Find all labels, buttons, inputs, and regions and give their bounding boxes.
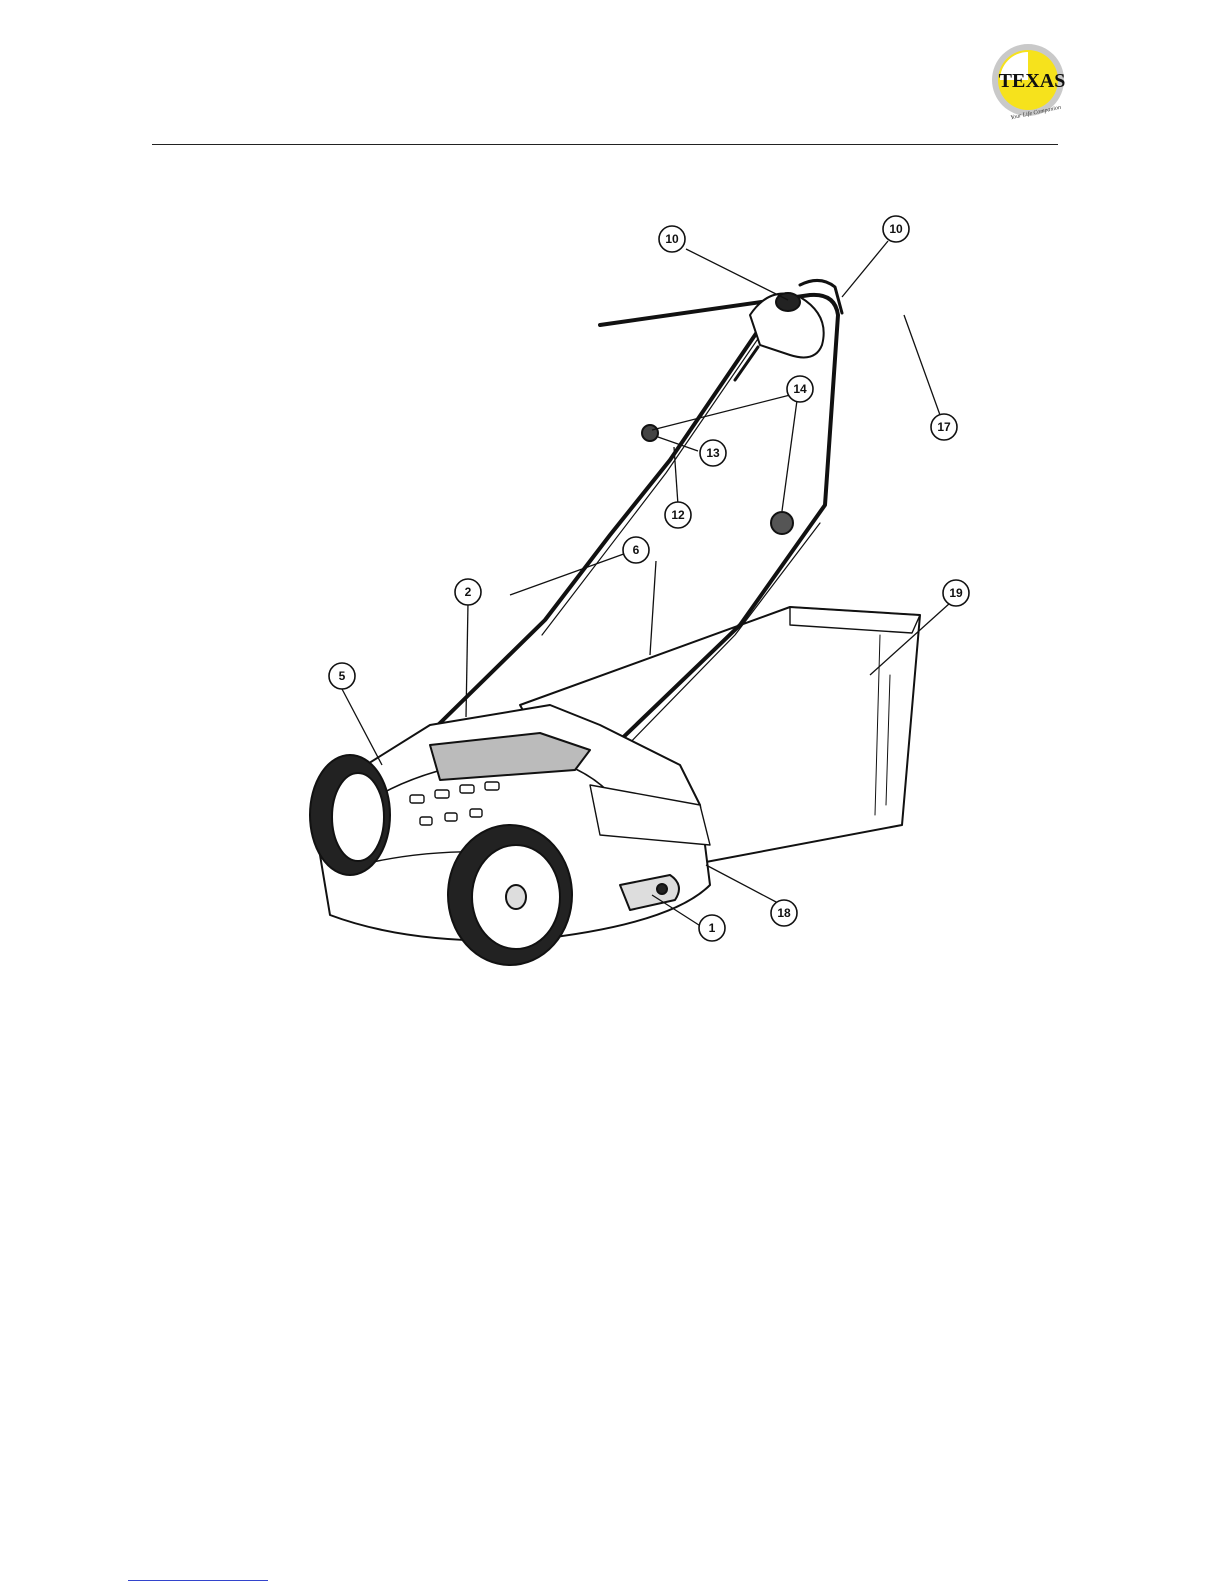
callout-17-handle: 17	[931, 414, 957, 440]
parts-figure: 10 10 14 13 12 17 6 19 2 5 18 1	[290, 205, 990, 975]
header-divider	[152, 144, 1058, 145]
callout-14-knobs: 14	[787, 376, 813, 402]
svg-text:19: 19	[949, 586, 963, 600]
logo-wordmark: TEXAS	[999, 70, 1066, 92]
callout-6-lower-handle: 6	[623, 537, 649, 563]
callout-1-chute: 1	[699, 915, 725, 941]
callout-10-switch: 10	[659, 226, 685, 252]
callout-2-height-lever: 2	[455, 579, 481, 605]
svg-text:14: 14	[793, 382, 807, 396]
machine-drawing	[310, 280, 920, 965]
callout-13: 13	[700, 440, 726, 466]
callout-12: 12	[665, 502, 691, 528]
callout-5-wheel: 5	[329, 663, 355, 689]
svg-text:10: 10	[665, 232, 679, 246]
svg-text:13: 13	[706, 446, 720, 460]
callout-18-flap: 18	[771, 900, 797, 926]
svg-text:12: 12	[671, 508, 685, 522]
callout-19-bag: 19	[943, 580, 969, 606]
svg-text:6: 6	[633, 543, 640, 557]
knob-upper	[642, 425, 658, 441]
callout-10-lever: 10	[883, 216, 909, 242]
svg-text:17: 17	[937, 420, 951, 434]
svg-text:2: 2	[465, 585, 472, 599]
texas-logo: TEXAS Your Life Companion	[988, 40, 1070, 124]
svg-text:5: 5	[339, 669, 346, 683]
svg-text:10: 10	[889, 222, 903, 236]
knob-lower	[771, 512, 793, 534]
svg-text:1: 1	[709, 921, 716, 935]
svg-text:18: 18	[777, 906, 791, 920]
footer-link-underline	[128, 1580, 268, 1581]
